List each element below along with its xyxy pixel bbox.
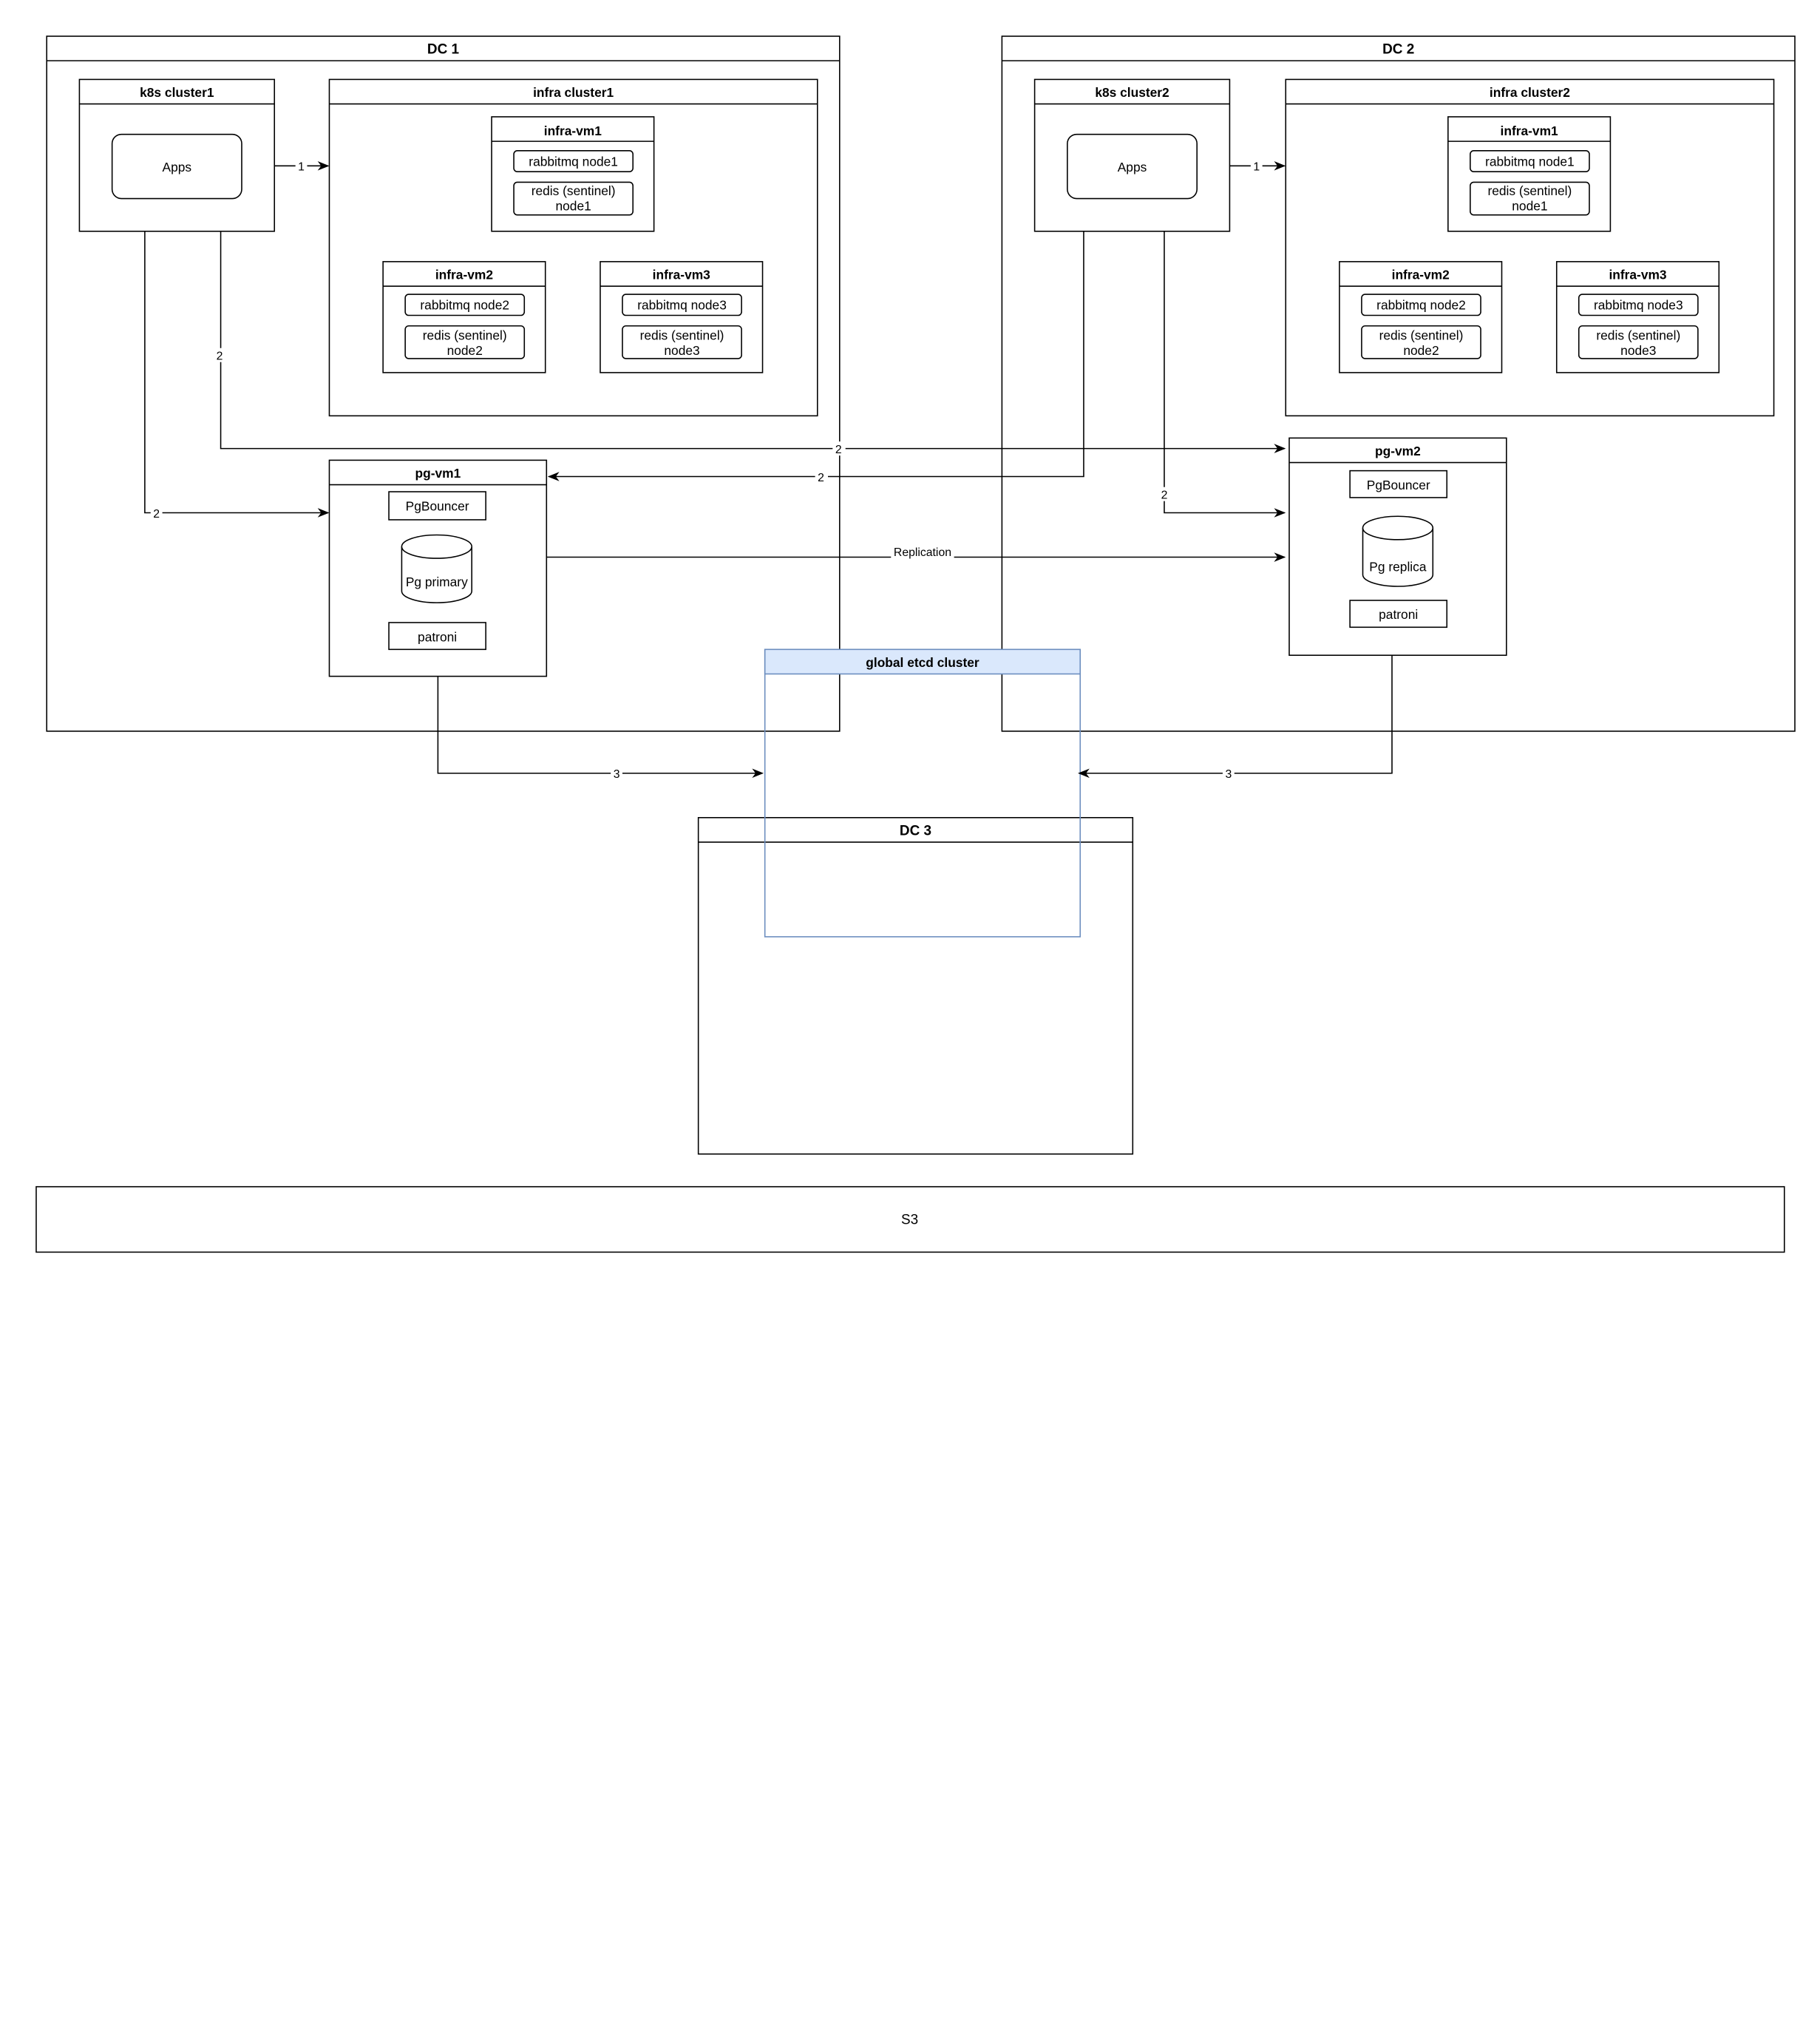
rabbitmq-node2-dc1-label: rabbitmq node2 <box>420 298 509 313</box>
redis-node1-dc1[interactable]: redis (sentinel) node1 <box>513 181 634 216</box>
dc3-title: DC 3 <box>900 823 931 838</box>
apps-node-dc2[interactable]: Apps <box>1067 133 1198 200</box>
infra-vm1-dc1-title: infra-vm1 <box>544 123 602 138</box>
apps-label-dc1: Apps <box>163 160 192 174</box>
edge-k8s2-pgvm2-label: 2 <box>1161 489 1168 502</box>
infra-vm2-dc2-title: infra-vm2 <box>1392 268 1450 282</box>
pgbouncer-dc2[interactable]: PgBouncer <box>1349 470 1448 498</box>
infra-vm3-dc2-title: infra-vm3 <box>1609 268 1666 282</box>
apps-label-dc2: Apps <box>1118 160 1147 174</box>
pgbouncer-dc1-label: PgBouncer <box>406 498 469 513</box>
rabbitmq-node1-dc1-label: rabbitmq node1 <box>529 154 618 169</box>
architecture-diagram: DC 1 DC 2 DC 3 S3 k8s cluster1 Apps infr… <box>35 35 1796 1253</box>
redis-node2-dc2[interactable]: redis (sentinel) node2 <box>1361 325 1481 359</box>
dc1-title: DC 1 <box>427 42 459 58</box>
pg-replica-label: Pg replica <box>1369 559 1427 574</box>
dc2-title: DC 2 <box>1382 42 1414 58</box>
redis-node3-dc2-line1: redis (sentinel) <box>1596 328 1680 343</box>
rabbitmq-node2-dc2[interactable]: rabbitmq node2 <box>1361 294 1481 316</box>
redis-node2-dc1-line1: redis (sentinel) <box>423 328 507 343</box>
infra-vm1-dc2-title: infra-vm1 <box>1501 123 1558 138</box>
edge-pgvm2-etcd[interactable]: 3 <box>1078 655 1393 781</box>
redis-node3-dc1-line2: node3 <box>664 343 699 358</box>
redis-node1-dc1-line2: node1 <box>555 198 591 213</box>
global-etcd-cluster[interactable]: global etcd cluster <box>764 648 1082 938</box>
edge-pgvm1-etcd-label: 3 <box>614 768 620 781</box>
apps-node-dc1[interactable]: Apps <box>111 133 242 200</box>
redis-node3-dc1-line1: redis (sentinel) <box>640 328 724 343</box>
pg-vm2-title: pg-vm2 <box>1375 444 1421 458</box>
edge-k8s1-pgvm2-label-2: 2 <box>835 444 842 456</box>
s3-label: S3 <box>901 1213 918 1228</box>
redis-node2-dc1-line2: node2 <box>447 343 483 358</box>
infra-cluster1-title: infra cluster1 <box>533 85 614 100</box>
edge-k8s1-pgvm2-label-1: 2 <box>217 350 223 363</box>
rabbitmq-node1-dc1[interactable]: rabbitmq node1 <box>513 149 634 173</box>
edge-k8s2-pgvm2[interactable]: 2 <box>1158 231 1286 518</box>
global-etcd-cluster-title: global etcd cluster <box>866 655 979 670</box>
redis-node1-dc2-line2: node1 <box>1512 198 1547 213</box>
edge-apps2-infra2-label: 1 <box>1253 161 1260 174</box>
rabbitmq-node1-dc2-label: rabbitmq node1 <box>1485 154 1575 169</box>
k8s-cluster2-title: k8s cluster2 <box>1095 85 1169 100</box>
redis-node2-dc2-line2: node2 <box>1403 343 1439 358</box>
edge-pgvm2-etcd-label: 3 <box>1225 768 1232 781</box>
rabbitmq-node2-dc2-label: rabbitmq node2 <box>1376 298 1466 313</box>
infra-vm2-dc1-title: infra-vm2 <box>435 268 493 282</box>
edge-k8s1-pgvm2[interactable]: 2 2 <box>214 231 1286 456</box>
rabbitmq-node3-dc2[interactable]: rabbitmq node3 <box>1578 294 1699 316</box>
rabbitmq-node1-dc2[interactable]: rabbitmq node1 <box>1470 149 1590 173</box>
patroni-dc2[interactable]: patroni <box>1349 600 1448 628</box>
k8s-cluster1-title: k8s cluster1 <box>140 85 214 100</box>
pgbouncer-dc2-label: PgBouncer <box>1367 478 1430 492</box>
redis-node1-dc2-line1: redis (sentinel) <box>1487 183 1572 198</box>
redis-node1-dc2[interactable]: redis (sentinel) node1 <box>1470 181 1590 216</box>
edge-k8s1-pgvm1-label: 2 <box>153 508 160 521</box>
edge-replication-label: Replication <box>894 546 951 559</box>
s3-storage[interactable]: S3 <box>35 1186 1785 1253</box>
pg-replica-database[interactable]: Pg replica <box>1362 515 1434 587</box>
redis-node3-dc2-line2: node3 <box>1620 343 1656 358</box>
edge-replication[interactable]: Replication <box>546 545 1286 562</box>
rabbitmq-node3-dc2-label: rabbitmq node3 <box>1594 298 1683 313</box>
edge-pgvm1-etcd[interactable]: 3 <box>437 676 764 781</box>
edge-apps2-infra2[interactable]: 1 <box>1229 158 1286 174</box>
redis-node3-dc1[interactable]: redis (sentinel) node3 <box>622 325 742 359</box>
redis-node2-dc2-line1: redis (sentinel) <box>1379 328 1464 343</box>
infra-vm3-dc1-title: infra-vm3 <box>653 268 710 282</box>
edge-k8s2-pgvm1[interactable]: 2 <box>547 231 1084 484</box>
dc3-container[interactable]: DC 3 <box>697 817 1134 1155</box>
redis-node1-dc1-line1: redis (sentinel) <box>532 183 616 198</box>
patroni-dc1-label: patroni <box>418 629 457 644</box>
pgbouncer-dc1[interactable]: PgBouncer <box>388 491 486 521</box>
edge-apps1-infra1-label: 1 <box>298 161 305 174</box>
pg-vm1-title: pg-vm1 <box>415 466 461 481</box>
redis-node2-dc1[interactable]: redis (sentinel) node2 <box>404 325 526 359</box>
pg-primary-label: Pg primary <box>406 575 468 589</box>
edge-k8s1-pgvm1[interactable]: 2 <box>144 231 330 521</box>
rabbitmq-node2-dc1[interactable]: rabbitmq node2 <box>404 294 526 316</box>
rabbitmq-node3-dc1[interactable]: rabbitmq node3 <box>622 294 742 316</box>
patroni-dc2-label: patroni <box>1379 607 1418 622</box>
infra-cluster2-title: infra cluster2 <box>1490 85 1570 100</box>
edge-apps1-infra1[interactable]: 1 <box>274 158 330 174</box>
patroni-dc1[interactable]: patroni <box>388 622 486 651</box>
pg-primary-database[interactable]: Pg primary <box>401 534 472 603</box>
rabbitmq-node3-dc1-label: rabbitmq node3 <box>637 298 727 313</box>
edge-k8s2-pgvm1-label: 2 <box>818 472 824 484</box>
redis-node3-dc2[interactable]: redis (sentinel) node3 <box>1578 325 1699 359</box>
